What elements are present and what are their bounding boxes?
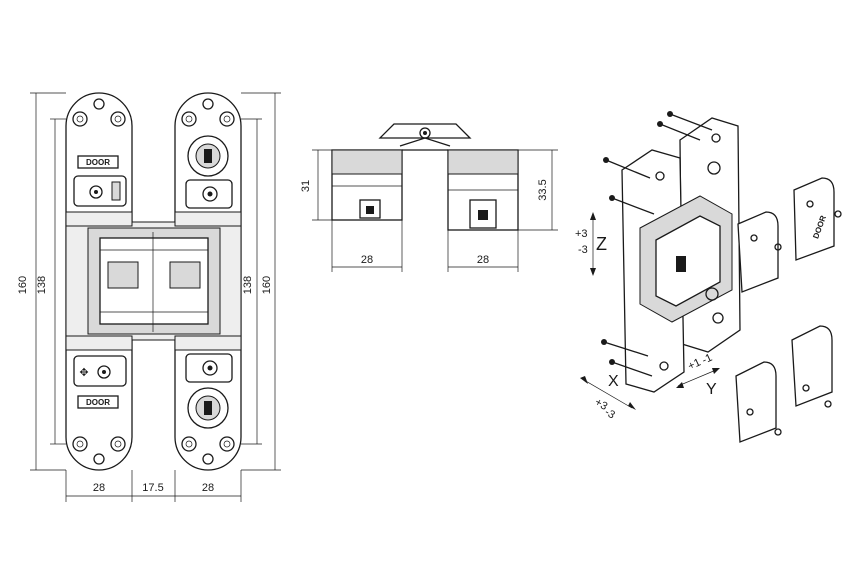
cover-plate-2 (793, 177, 835, 261)
adjust-block (111, 181, 121, 201)
front-view: DOOR ✥ DOOR (17, 92, 281, 502)
svg-text:✥: ✥ (79, 367, 88, 379)
z-plus-label: +3 (575, 228, 588, 240)
right-cap-bottom (174, 335, 242, 351)
dim-label-160-left: 160 (17, 276, 29, 294)
adjust-window-bottom-left (73, 355, 127, 387)
dim-label-gap: 17.5 (142, 482, 163, 494)
cover-plate-1 (737, 211, 779, 293)
isometric-view: DOOR Z +3 -3 X +3 -3 Y +1 -1 (575, 111, 842, 443)
screw-hole (93, 453, 105, 465)
adjust-screw (202, 360, 218, 376)
screw-hole (93, 98, 105, 110)
brand-label-bottom: DOOR (86, 398, 110, 407)
adjust-screw (202, 186, 218, 202)
mechanism-slot-left (107, 261, 139, 289)
dim-label-28-left: 28 (361, 254, 373, 266)
screw-hole (181, 111, 197, 127)
dim-label-31: 31 (300, 180, 312, 192)
dim-label-138-left: 138 (36, 276, 48, 294)
x-arrow (583, 379, 633, 409)
cover-plate-4 (791, 325, 833, 407)
screw-hole (181, 436, 197, 452)
adjust-screw (89, 185, 103, 199)
cover-plate-3 (735, 361, 777, 443)
screw-hole (110, 111, 126, 127)
side-view: 31 33.5 28 28 (300, 123, 558, 272)
cam-adjuster-top (187, 135, 229, 177)
iso-screws (601, 111, 713, 377)
y-plus-label: +1 (686, 357, 702, 373)
dim-label-160-right: 160 (261, 276, 273, 294)
y-minus-label: -1 (700, 352, 714, 367)
y-arrow (677, 369, 717, 387)
screw-hole (219, 111, 235, 127)
dim-label-width-right: 28 (202, 482, 214, 494)
brand-plate-bottom (77, 395, 119, 409)
z-minus-label: -3 (578, 244, 588, 256)
screw-hole (219, 436, 235, 452)
dim-label-28-right: 28 (477, 254, 489, 266)
brand-label-top: DOOR (86, 158, 110, 167)
screw-hole (72, 436, 88, 452)
dim-label-width-left: 28 (93, 482, 105, 494)
mechanism-slot-right (169, 261, 201, 289)
cam-adjuster-bottom (187, 387, 229, 429)
dim-label-33-5: 33.5 (537, 179, 549, 200)
screw-hole (110, 436, 126, 452)
screw-hole (202, 98, 214, 110)
dim-label-138-right: 138 (242, 276, 254, 294)
screw-hole (202, 453, 214, 465)
x-plus-label: +3 (593, 396, 610, 413)
right-cap-top (174, 211, 242, 227)
screw-hole (72, 111, 88, 127)
adjust-screw (97, 365, 111, 379)
left-cap-top (65, 211, 133, 227)
z-axis-label: Z (596, 234, 607, 254)
left-cap-bottom (65, 335, 133, 351)
brand-plate-top (77, 155, 119, 169)
y-axis-label: Y (706, 381, 717, 398)
x-axis-label: X (608, 373, 619, 390)
